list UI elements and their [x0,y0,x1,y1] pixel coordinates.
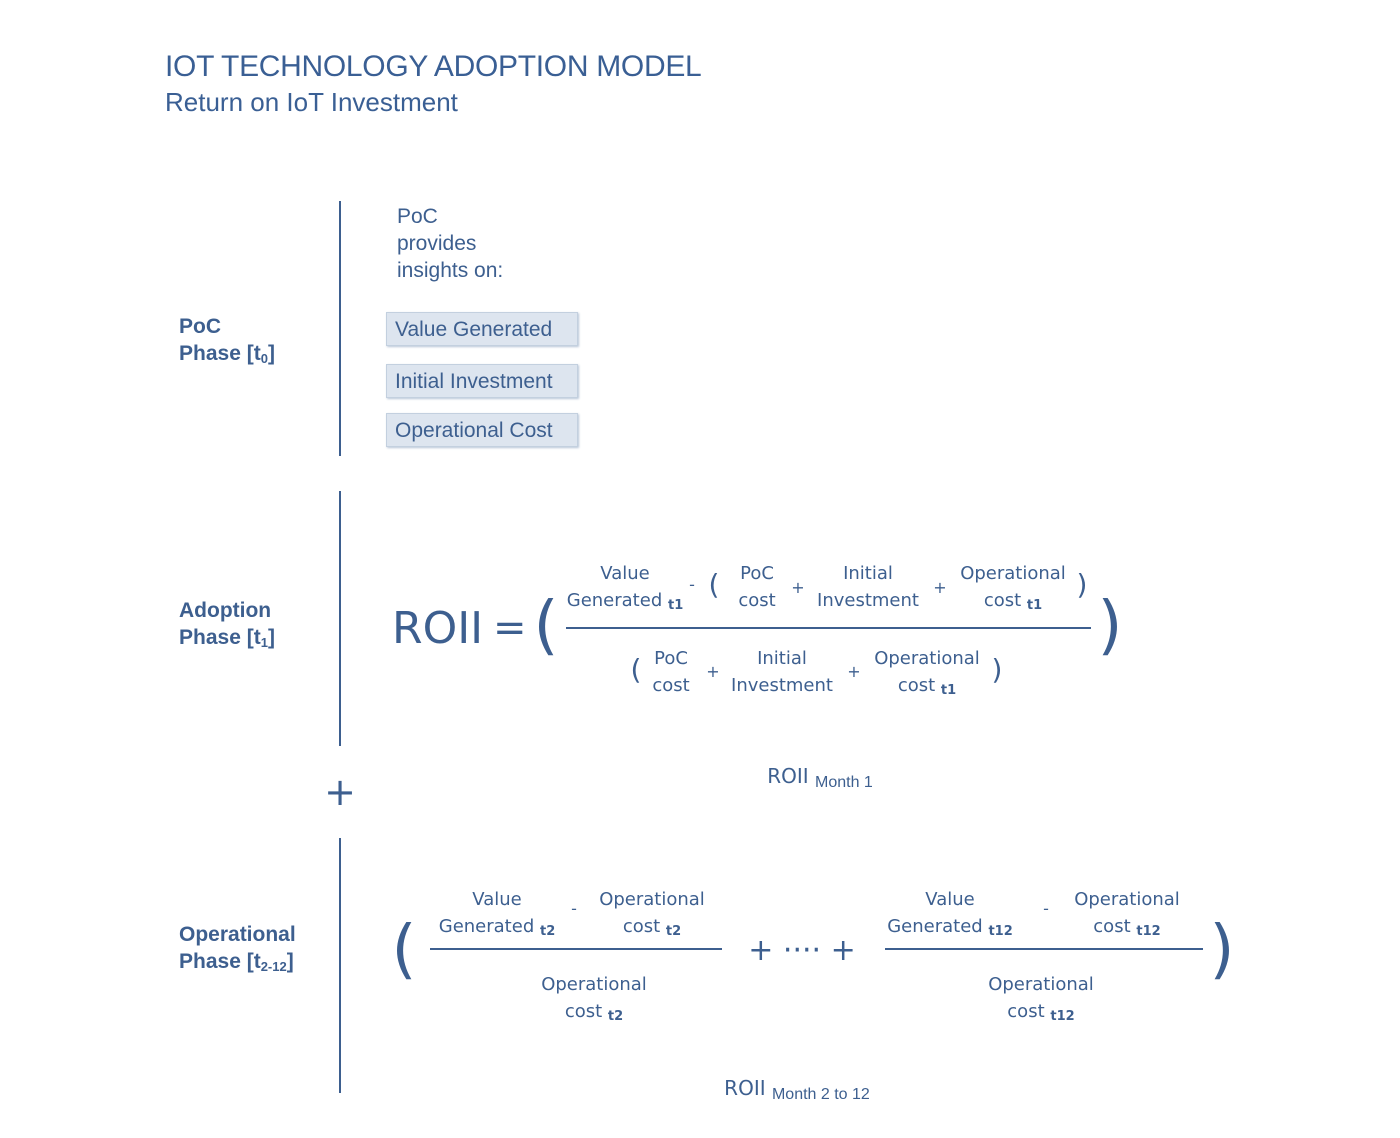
poc-phase-label: PoC Phase [t0] [179,315,275,366]
insight-initial-investment: Initial Investment [386,364,578,398]
den-operational-cost: Operational cost t1 [874,648,980,698]
den-open-paren: ( [630,653,642,686]
den-plus-1: + [706,662,720,681]
big-close-paren: ) [1097,589,1123,663]
right-value-generated: Value Generated t12 [887,889,1013,939]
page-subtitle: Return on IoT Investment [165,87,458,117]
insight-value-generated: Value Generated [386,312,578,346]
roii-symbol: ROII [392,603,484,654]
left-minus: - [571,899,577,918]
num-poc-cost: PoC cost [738,563,776,611]
adoption-fraction-bar [566,627,1091,629]
den-initial-investment: Initial Investment [731,648,833,696]
big-open-paren: ( [533,589,559,663]
equals-sign: = [493,605,527,651]
den-close-paren: ) [991,653,1003,686]
op-big-open-paren: ( [391,913,417,987]
adoption-phase-label: Adoption Phase [t1] [179,599,275,650]
operational-divider [339,838,341,1093]
num-open-paren: ( [708,568,720,601]
phase-joiner-plus: + [324,770,356,814]
page-title: IOT TECHNOLOGY ADOPTION MODEL [165,50,702,83]
right-minus: - [1043,899,1049,918]
den-poc-cost: PoC cost [652,648,690,696]
operational-phase-label: Operational Phase [t2-12] [179,923,296,974]
left-operational-cost: Operational cost t2 [599,889,705,939]
poc-divider [339,201,341,456]
left-denominator-operational-cost: Operational cost t2 [541,974,647,1024]
left-value-generated: Value Generated t2 [438,889,556,939]
op-big-close-paren: ) [1209,913,1235,987]
num-close-paren: ) [1076,568,1088,601]
roii-month-2-12-label: ROII Month 2 to 12 [724,1076,870,1103]
left-fraction-bar [430,948,722,950]
summation-ellipsis: + ···· + [748,933,856,968]
num-value-generated: Value Generated t1 [566,563,684,613]
poc-intro-text: PoC provides insights on: [397,205,504,282]
den-plus-2: + [847,662,861,681]
num-operational-cost: Operational cost t1 [960,563,1066,613]
right-denominator-operational-cost: Operational cost t12 [988,974,1094,1024]
num-plus-1: + [791,578,805,597]
roii-month-1-label: ROII Month 1 [767,764,873,791]
right-fraction-bar [885,948,1203,950]
num-plus-2: + [933,578,947,597]
right-operational-cost: Operational cost t12 [1074,889,1180,939]
num-initial-investment: Initial Investment [817,563,919,611]
num-minus: - [689,575,695,594]
adoption-divider [339,491,341,746]
insight-operational-cost: Operational Cost [386,413,578,447]
